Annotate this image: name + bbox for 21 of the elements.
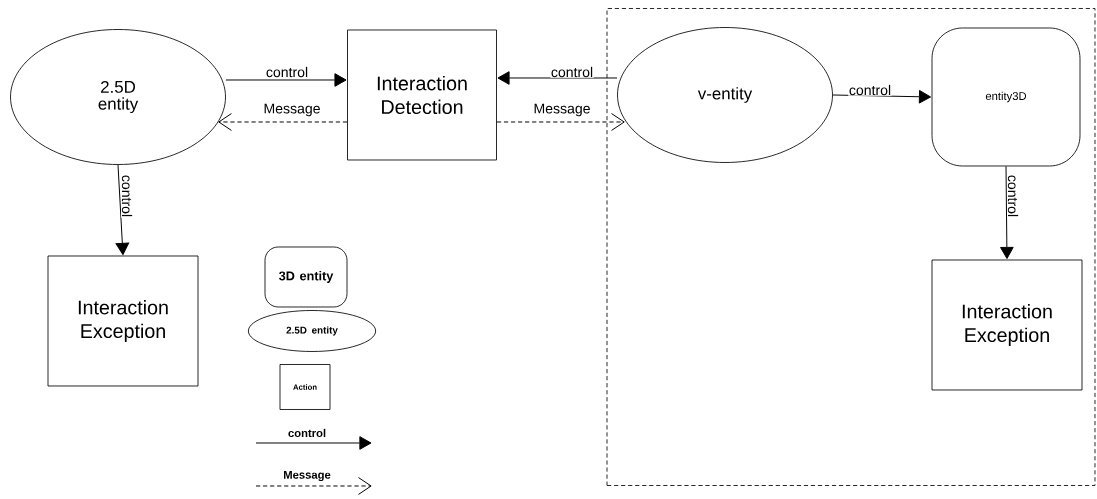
- legend-rounded-box: 3D entity: [264, 246, 348, 308]
- arrow: [115, 164, 130, 256]
- edge-label: Message: [264, 103, 320, 117]
- legend-label: control: [288, 428, 326, 438]
- entity-box: entity3D: [931, 27, 1081, 167]
- process-box: Interaction Detection: [347, 29, 497, 161]
- process-box: Interaction Exception: [47, 255, 199, 387]
- arrow: [218, 113, 348, 131]
- arrow: [497, 71, 618, 85]
- edge-label: control: [121, 175, 133, 217]
- edge-label: control: [1007, 175, 1019, 217]
- edge-label: control: [266, 66, 308, 78]
- group-frame: [606, 8, 1096, 486]
- edge-label: control: [551, 66, 593, 78]
- arrow: [225, 73, 347, 87]
- arrow: [1000, 165, 1014, 260]
- edge-label: control: [849, 84, 891, 96]
- edge-label: Message: [534, 103, 590, 117]
- process-box: Interaction Exception: [931, 259, 1083, 391]
- arrow: [496, 113, 625, 131]
- legend-label: Message: [284, 470, 331, 482]
